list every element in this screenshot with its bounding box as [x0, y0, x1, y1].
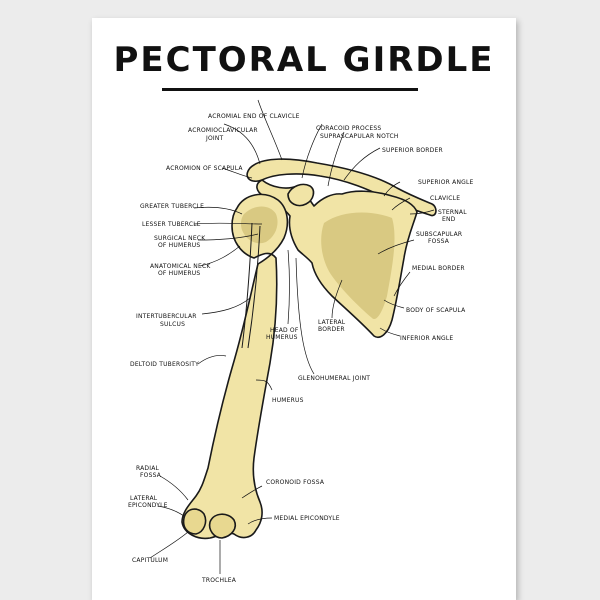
trochlea-bone	[208, 513, 237, 539]
label-superior-border: Superior border	[382, 147, 443, 154]
label-glenohumeral-joint: Glenohumeral joint	[298, 375, 370, 382]
title-underline	[162, 88, 418, 91]
label-surgical-neck-2: of humerus	[158, 242, 200, 249]
label-suprascapular-notch: Suprascapular notch	[320, 133, 399, 140]
label-greater-tubercle: Greater tubercle	[140, 203, 204, 210]
label-anatomical-neck-1: Anatomical neck	[150, 263, 211, 270]
label-coronoid-fossa: Coronoid fossa	[266, 479, 325, 486]
page-title: Pectoral Girdle	[113, 40, 495, 80]
label-medial-border: Medial border	[412, 265, 465, 272]
label-lateral-border-1: Lateral	[318, 319, 346, 326]
capitulum-bone	[182, 508, 207, 535]
label-subscapular-2: fossa	[428, 238, 450, 245]
label-arrows	[149, 99, 435, 575]
label-capitulum: Capitulum	[132, 557, 168, 564]
label-intertubercular-1: Intertubercular	[136, 313, 197, 320]
label-intertubercular-2: sulcus	[160, 321, 185, 328]
label-subscapular-1: Subscapular	[416, 231, 462, 238]
label-surgical-neck-1: Surgical neck	[154, 235, 206, 242]
label-radial-fossa-1: Radial	[136, 465, 160, 472]
label-humerus: Humerus	[272, 397, 304, 404]
label-lateral-epicondyle-1: Lateral	[130, 495, 158, 502]
label-lateral-epicondyle-2: epicondyle	[128, 502, 168, 509]
label-lesser-tubercle: Lesser tubercle	[142, 221, 201, 228]
label-lateral-border-2: border	[318, 326, 345, 333]
label-body-of-scapula: Body of scapula	[406, 307, 466, 314]
intertubercular-line	[241, 222, 253, 349]
poster: Pectoral Girdle	[92, 18, 516, 600]
label-head-of-humerus-1: Head of	[270, 327, 299, 334]
label-head-of-humerus-2: humerus	[266, 334, 298, 341]
anatomy-diagram: Acromial end of clavicle Coracoid proces…	[128, 99, 474, 584]
label-superior-angle: Superior angle	[418, 179, 474, 186]
humeral-head-shade	[240, 206, 278, 244]
clavicle-bone	[246, 158, 437, 217]
label-sternal-2: end	[442, 216, 456, 223]
label-coracoid-process: Coracoid process	[316, 125, 381, 132]
label-clavicle: Clavicle	[430, 195, 460, 202]
label-acromioclavicular-2: Joint	[205, 135, 224, 142]
label-medial-epicondyle: Medial epicondyle	[274, 515, 340, 522]
labels: Acromial end of clavicle Coracoid proces…	[128, 113, 474, 584]
label-deltoid-tuberosity: Deltoid tuberosity	[130, 361, 199, 368]
intertubercular-line-2	[247, 225, 261, 349]
bones	[181, 158, 437, 540]
coracoid-process-bone	[287, 183, 315, 207]
label-radial-fossa-2: fossa	[140, 472, 162, 479]
label-sternal-1: Sternal	[438, 209, 467, 216]
label-acromial-end: Acromial end of clavicle	[208, 113, 300, 120]
label-anatomical-neck-2: of humerus	[158, 270, 200, 277]
label-acromioclavicular-1: Acromioclavicular	[188, 127, 258, 134]
subscapular-fossa-shade	[321, 212, 395, 320]
label-acromion: Acromion of scapula	[166, 165, 243, 172]
label-inferior-angle: Inferior angle	[400, 335, 453, 342]
label-trochlea: Trochlea	[201, 577, 237, 584]
